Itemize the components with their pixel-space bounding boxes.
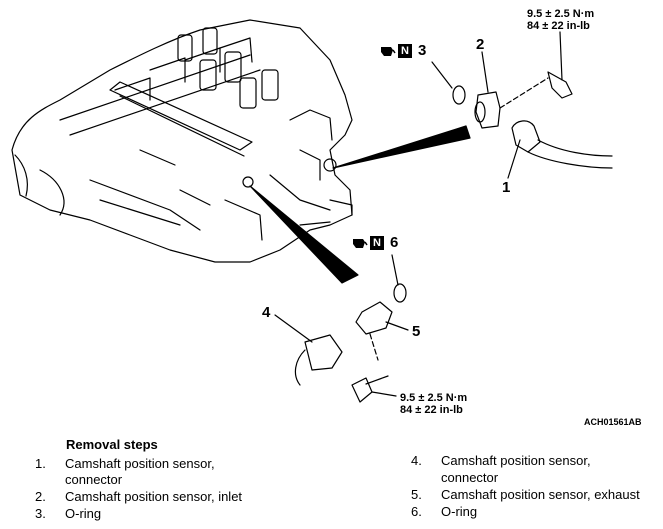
oil-drop-icon xyxy=(381,46,396,56)
step-text: connector xyxy=(441,470,499,485)
n-symbol-box: N xyxy=(370,235,384,250)
callout-6: 6 xyxy=(390,234,399,251)
callout-2: 2 xyxy=(476,36,485,53)
step-text: Camshaft position sensor, inlet xyxy=(65,489,243,504)
oil-drop-icon xyxy=(353,238,368,248)
inlet-sensor-assembly xyxy=(431,31,613,179)
step-number: 2. xyxy=(35,489,46,504)
step-number: 1. xyxy=(35,456,46,471)
callout-5: 5 xyxy=(412,323,421,340)
figure-id: ACH01561AB xyxy=(584,417,642,427)
callout-3: 3 xyxy=(418,42,427,59)
exhaust-sensor-assembly xyxy=(274,254,409,403)
camshaft-sensor-illustration xyxy=(11,19,613,403)
step-text: O-ring xyxy=(441,504,478,519)
lubricant-flag-3: N 3 xyxy=(380,42,426,59)
torque-spec-lower: 9.5 ± 2.5 N·m 84 ± 22 in-lb xyxy=(400,392,467,416)
n-symbol-box: N xyxy=(398,43,412,58)
torque-metric: 9.5 ± 2.5 N·m xyxy=(400,392,468,404)
torque-spec-upper: 9.5 ± 2.5 N·m 84 ± 22 in-lb xyxy=(527,8,594,32)
torque-metric: 9.5 ± 2.5 N·m xyxy=(527,8,595,20)
engine-drawing xyxy=(11,19,353,263)
step-number: 6. xyxy=(411,504,422,519)
step-text: O-ring xyxy=(65,506,102,521)
torque-imperial: 84 ± 22 in-lb xyxy=(527,20,590,32)
step-text: Camshaft position sensor, xyxy=(65,456,215,471)
step-number: 4. xyxy=(411,453,422,468)
removal-steps-title: Removal steps xyxy=(66,437,158,452)
step-text: Camshaft position sensor, xyxy=(441,453,591,468)
lubricant-flag-6: N 6 xyxy=(352,234,398,251)
step-text: Camshaft position sensor, exhaust xyxy=(441,487,640,502)
callout-1: 1 xyxy=(502,179,511,196)
step-number: 3. xyxy=(35,506,46,521)
callout-4: 4 xyxy=(262,304,271,321)
torque-imperial: 84 ± 22 in-lb xyxy=(400,404,463,416)
pointer-wedge-upper xyxy=(332,125,471,169)
step-number: 5. xyxy=(411,487,422,502)
step-text: connector xyxy=(65,472,123,487)
pointer-wedge-lower xyxy=(249,185,359,284)
